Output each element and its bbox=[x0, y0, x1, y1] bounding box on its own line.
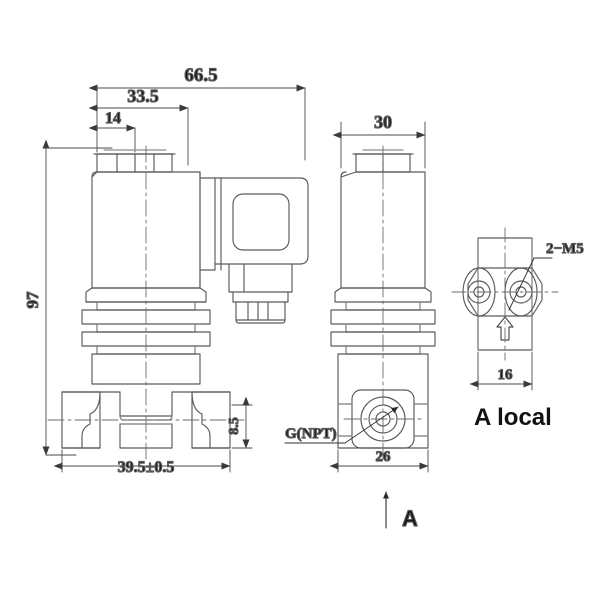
connector-neck bbox=[228, 263, 293, 293]
dim-label-side-width: 30 bbox=[374, 112, 392, 132]
connector-window bbox=[232, 193, 290, 251]
dimension-group-detail bbox=[469, 351, 533, 391]
m5-leader bbox=[508, 257, 553, 311]
fin-2 bbox=[81, 331, 211, 347]
dim-label-top-stem: 14 bbox=[105, 110, 121, 127]
dimension-group-top bbox=[88, 84, 306, 166]
flow-direction-arrow bbox=[496, 316, 514, 341]
din-connector bbox=[199, 177, 309, 324]
coil-housing bbox=[91, 171, 201, 289]
fin-1 bbox=[81, 309, 211, 325]
center-lines-left-view bbox=[47, 145, 245, 461]
dim-label-port-offset: 8.5 bbox=[227, 417, 242, 435]
dim-label-overall-width: 66.5 bbox=[184, 65, 217, 86]
center-lines-detail bbox=[451, 227, 559, 361]
connector-collar bbox=[232, 291, 289, 303]
center-lines-side-view bbox=[343, 145, 425, 463]
side-coil-housing bbox=[340, 171, 426, 289]
top-hex-nut bbox=[93, 149, 176, 173]
dimension-group-left bbox=[42, 139, 253, 473]
valve-bonnet bbox=[91, 353, 201, 385]
cable-gland-ribs bbox=[235, 301, 286, 324]
dimension-group-side bbox=[329, 121, 429, 473]
dim-label-port-span: 39.5±0.5 bbox=[118, 459, 175, 476]
label-mounting-thread: 2−M5 bbox=[546, 241, 584, 257]
left-view-valve bbox=[47, 145, 309, 461]
detail-view-a-local bbox=[451, 227, 559, 361]
label-section-arrow: A bbox=[402, 506, 418, 531]
gnpt-leader bbox=[284, 406, 399, 444]
label-detail-title: A local bbox=[474, 404, 552, 431]
dim-label-body-width: 26 bbox=[376, 449, 392, 465]
dim-label-coil-to-connector: 33.5 bbox=[127, 86, 159, 106]
dim-label-detail-width: 16 bbox=[498, 367, 514, 383]
side-view-valve bbox=[330, 145, 436, 463]
label-port-thread: G(NPT) bbox=[285, 426, 337, 442]
dim-label-overall-height: 97 bbox=[23, 291, 42, 309]
